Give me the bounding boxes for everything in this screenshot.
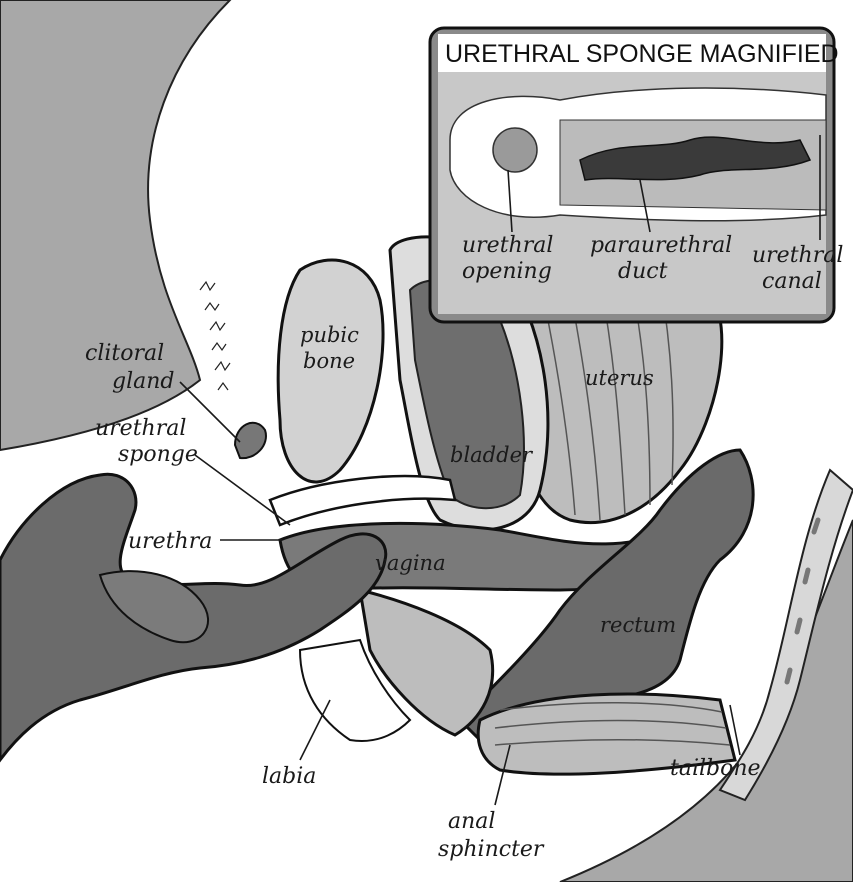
label-bladder: bladder xyxy=(450,443,534,467)
svg-text:duct: duct xyxy=(618,259,668,284)
inset-title: URETHRAL SPONGE MAGNIFIED xyxy=(445,40,839,68)
svg-text:canal: canal xyxy=(762,269,822,294)
label-urethral-sponge: urethral sponge xyxy=(95,416,198,467)
svg-text:urethral: urethral xyxy=(752,243,843,268)
svg-text:gland: gland xyxy=(112,369,175,394)
label-anal-sphincter: anal sphincter xyxy=(438,809,545,862)
svg-text:paraurethral: paraurethral xyxy=(590,233,732,258)
clitoral-gland xyxy=(235,423,266,458)
svg-text:pubic: pubic xyxy=(300,323,359,347)
svg-text:urethral: urethral xyxy=(95,416,186,441)
label-labia: labia xyxy=(262,764,316,789)
label-urethra: urethra xyxy=(128,529,212,554)
leader-labia xyxy=(300,700,330,760)
inset-opening xyxy=(493,128,537,172)
leader-clitoral-gland xyxy=(180,382,240,442)
svg-text:sphincter: sphincter xyxy=(438,837,545,862)
svg-text:urethral: urethral xyxy=(462,233,553,258)
svg-text:clitoral: clitoral xyxy=(85,341,164,366)
label-rectum: rectum xyxy=(600,613,676,637)
label-tailbone: tailbone xyxy=(670,756,761,781)
inset-label-urethral-opening: urethral opening xyxy=(462,233,553,284)
svg-text:sponge: sponge xyxy=(118,442,198,467)
leader-urethral-sponge xyxy=(195,455,290,525)
svg-text:anal: anal xyxy=(448,809,495,834)
label-vagina: vagina xyxy=(375,551,446,575)
svg-text:opening: opening xyxy=(462,259,552,284)
label-uterus: uterus xyxy=(585,366,654,390)
pubic-hair xyxy=(200,282,230,390)
svg-text:bone: bone xyxy=(303,349,355,373)
